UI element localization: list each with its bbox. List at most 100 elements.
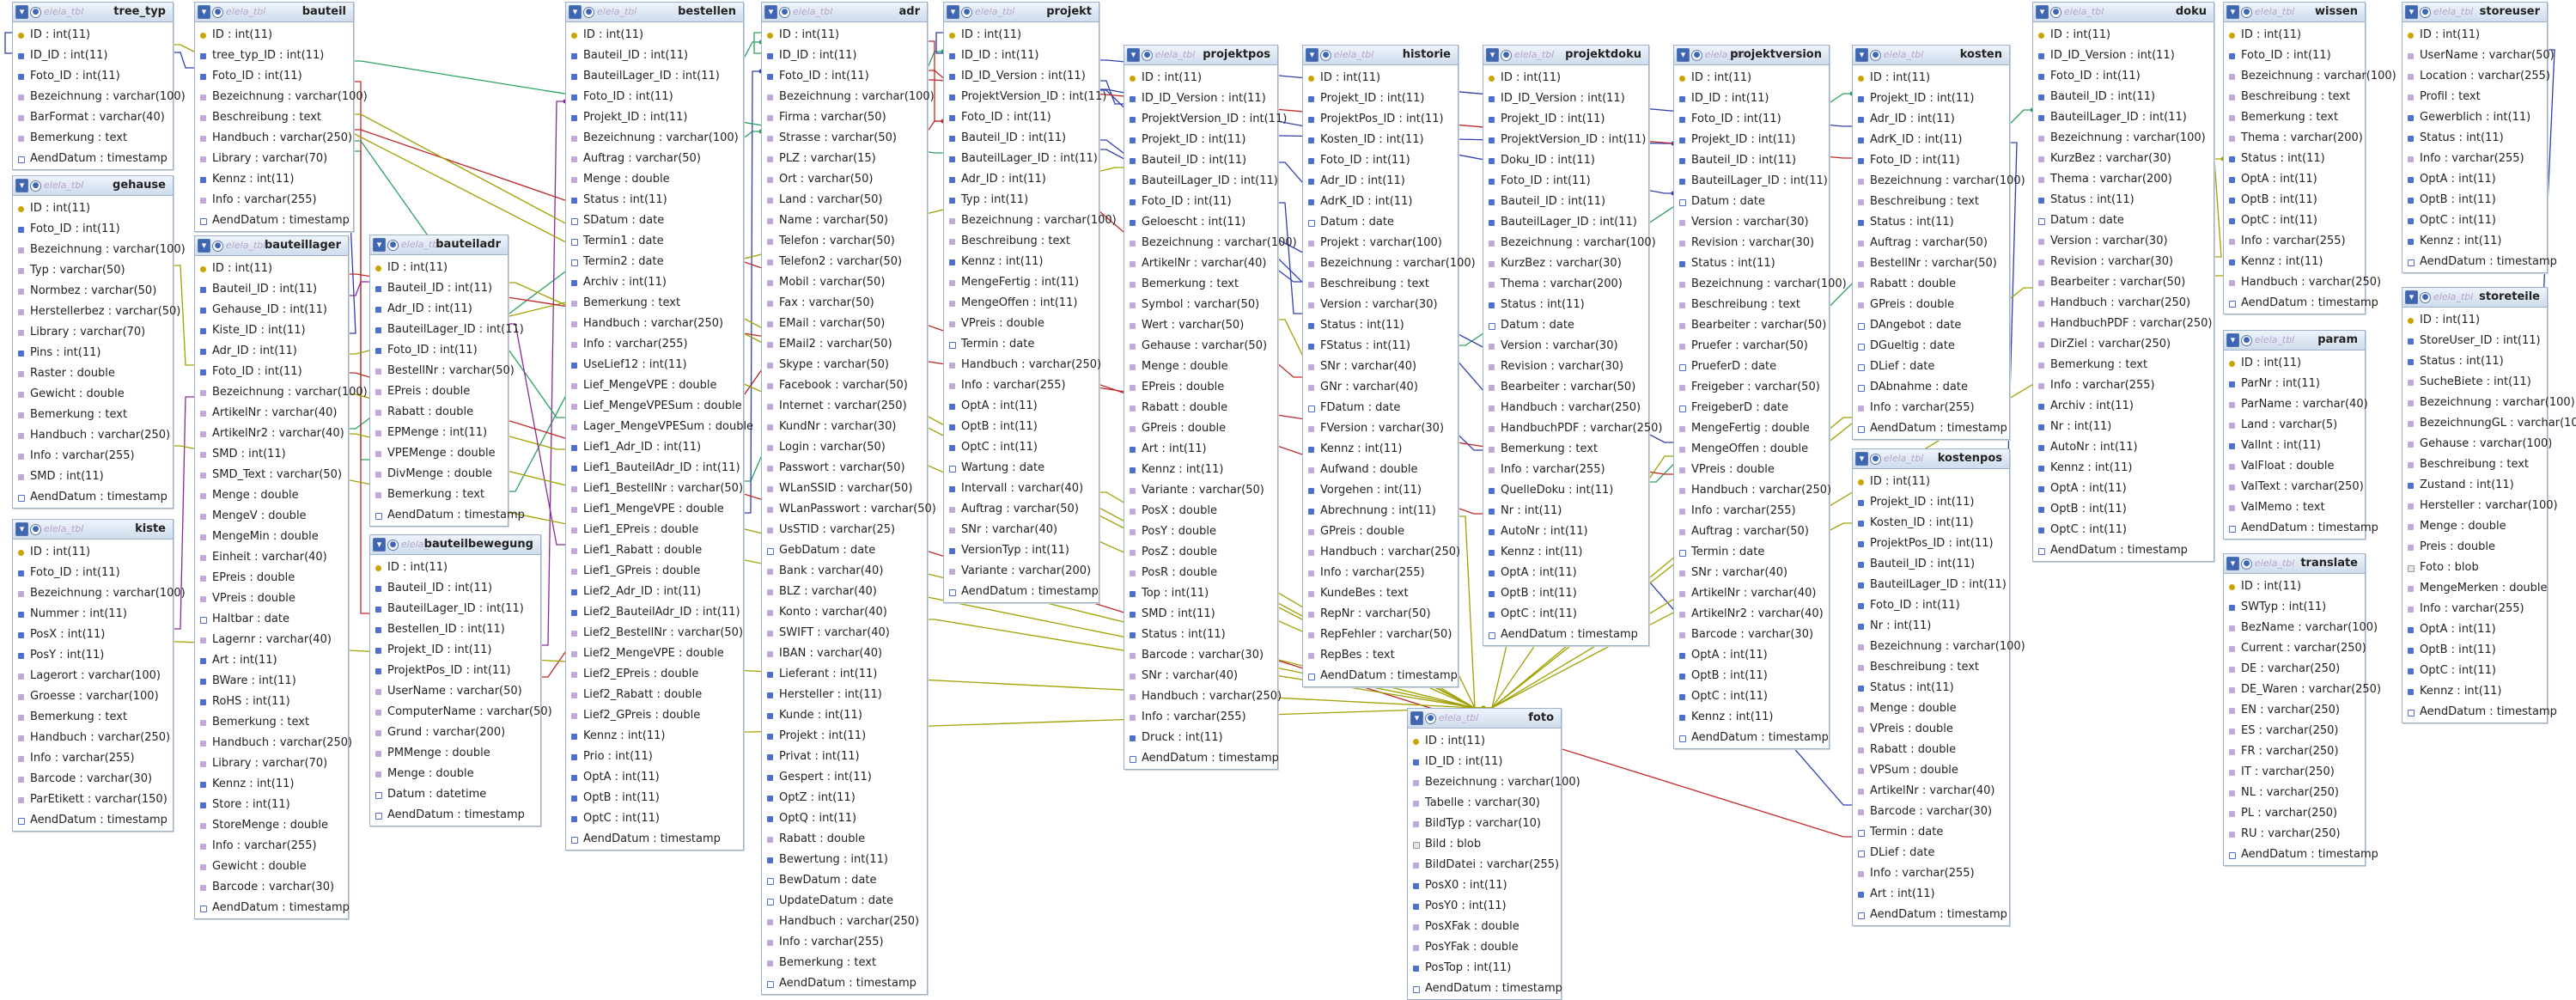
field-row[interactable]: Zustand : int(11) [2402, 475, 2547, 496]
field-row[interactable]: Foto_ID : int(11) [944, 107, 1099, 128]
field-row[interactable]: Lief1_MengeVPE : double [566, 499, 743, 520]
field-row[interactable]: Vorgehen : int(11) [1303, 480, 1458, 501]
field-row[interactable]: Revision : varchar(30) [2033, 252, 2214, 272]
field-row[interactable]: UserName : varchar(50) [2402, 46, 2555, 66]
field-row[interactable]: Bemerkung : text [370, 485, 508, 505]
field-row[interactable]: OptB : int(11) [2033, 499, 2214, 520]
options-icon[interactable]: ● [2241, 335, 2252, 346]
field-row[interactable]: ID : int(11) [1483, 68, 1648, 88]
field-row[interactable]: OptB : int(11) [566, 788, 743, 808]
field-row[interactable]: OptA : int(11) [2224, 169, 2365, 190]
field-row[interactable]: Beschreibung : text [1853, 657, 2009, 678]
field-row[interactable]: Lief1_BestellNr : varchar(50) [566, 479, 743, 499]
field-row[interactable]: Info : varchar(255) [762, 932, 927, 953]
field-row[interactable]: Bemerkung : text [2033, 355, 2214, 375]
field-row[interactable]: Doku_ID : int(11) [1483, 150, 1648, 171]
field-row[interactable]: ID_ID_Version : int(11) [2033, 46, 2214, 66]
field-row[interactable]: ID : int(11) [762, 25, 927, 46]
field-row[interactable]: Library : varchar(70) [195, 149, 353, 169]
field-row[interactable]: Info : varchar(255) [2033, 375, 2214, 396]
field-row[interactable]: Foto_ID : int(11) [13, 219, 173, 240]
options-icon[interactable]: ● [2420, 7, 2431, 18]
field-row[interactable]: Status : int(11) [1124, 625, 1277, 645]
field-row[interactable]: Menge : double [370, 764, 540, 784]
field-row[interactable]: Wartung : date [944, 458, 1099, 479]
field-row[interactable]: Profil : text [2402, 87, 2547, 107]
field-row[interactable]: Beschreibung : text [195, 107, 353, 128]
field-row[interactable]: GPreis : double [1124, 418, 1277, 439]
field-row[interactable]: Raster : double [13, 363, 173, 384]
field-row[interactable]: Datum : date [1674, 192, 1829, 212]
field-row[interactable]: RepBes : text [1303, 645, 1458, 666]
field-row[interactable]: ComputerName : varchar(50) [370, 702, 552, 723]
field-row[interactable]: DirZiel : varchar(250) [2033, 334, 2214, 355]
field-row[interactable]: Auftrag : varchar(50) [1853, 233, 2009, 253]
field-row[interactable]: ValText : varchar(250) [2224, 477, 2365, 497]
field-row[interactable]: PMMenge : double [370, 743, 540, 764]
field-row[interactable]: Bemerkung : text [566, 293, 743, 314]
field-row[interactable]: Foto_ID : int(11) [1853, 150, 2009, 171]
field-row[interactable]: Status : int(11) [1853, 212, 2009, 233]
collapse-icon[interactable]: ▾ [15, 179, 28, 192]
field-row[interactable]: Auftrag : varchar(50) [944, 499, 1099, 520]
field-row[interactable]: BildTyp : varchar(10) [1408, 814, 1561, 834]
field-row[interactable]: PosZ : double [1124, 542, 1277, 563]
field-row[interactable]: Auftrag : varchar(50) [1674, 521, 1829, 542]
field-row[interactable]: Intervall : varchar(40) [944, 479, 1099, 499]
field-row[interactable]: Druck : int(11) [1124, 728, 1277, 748]
field-row[interactable]: Wert : varchar(50) [1124, 315, 1277, 336]
field-row[interactable]: KurzBez : varchar(30) [1483, 253, 1648, 274]
collapse-icon[interactable]: ▾ [2226, 557, 2239, 570]
field-row[interactable]: OptA : int(11) [2402, 169, 2547, 190]
options-icon[interactable]: ● [1870, 454, 1881, 465]
field-row[interactable]: Barcode : varchar(30) [1853, 802, 2009, 822]
field-row[interactable]: Normbez : varchar(50) [13, 281, 173, 302]
field-row[interactable]: Bezeichnung : varchar(100) [1124, 233, 1297, 253]
field-row[interactable]: VPSum : double [1853, 760, 2009, 781]
field-row[interactable]: Handbuch : varchar(250) [2224, 272, 2381, 293]
field-row[interactable]: ID : int(11) [13, 25, 173, 46]
field-row[interactable]: Kennz : int(11) [944, 252, 1099, 272]
field-row[interactable]: Gespert : int(11) [762, 767, 927, 788]
field-row[interactable]: Projekt_ID : int(11) [370, 640, 540, 661]
field-row[interactable]: Bezeichnung : varchar(100) [2224, 66, 2396, 87]
field-row[interactable]: Handbuch : varchar(250) [195, 128, 353, 149]
field-row[interactable]: AendDatum : timestamp [13, 810, 173, 831]
collapse-icon[interactable]: ▾ [947, 5, 959, 19]
field-row[interactable]: Handbuch : varchar(250) [1674, 480, 1831, 501]
field-row[interactable]: Kennz : int(11) [566, 726, 743, 747]
field-row[interactable]: Bestellen_ID : int(11) [370, 619, 540, 640]
field-row[interactable]: ID : int(11) [2402, 25, 2547, 46]
field-row[interactable]: ID : int(11) [195, 25, 353, 46]
field-row[interactable]: UsSTID : varchar(25) [762, 520, 927, 540]
field-row[interactable]: Bearbeiter : varchar(50) [1483, 377, 1648, 398]
field-row[interactable]: Projekt : varchar(100) [1303, 233, 1458, 253]
field-row[interactable]: ID_ID : int(11) [1674, 88, 1829, 109]
field-row[interactable]: OptB : int(11) [1483, 583, 1648, 604]
field-row[interactable]: DGueltig : date [1853, 336, 2009, 357]
field-row[interactable]: Archiv : int(11) [2033, 396, 2214, 417]
field-row[interactable]: RoHS : int(11) [195, 692, 348, 712]
field-row[interactable]: Bauteil_ID : int(11) [370, 578, 540, 599]
field-row[interactable]: AendDatum : timestamp [1303, 666, 1458, 686]
field-row[interactable]: Termin1 : date [566, 231, 743, 252]
field-row[interactable]: Menge : double [1853, 698, 2009, 719]
field-row[interactable]: Beschreibung : text [2402, 454, 2547, 475]
field-row[interactable]: ValInt : int(11) [2224, 436, 2365, 456]
field-row[interactable]: MengeOffen : int(11) [944, 293, 1099, 314]
field-row[interactable]: ID : int(11) [566, 25, 743, 46]
field-row[interactable]: EMail2 : varchar(50) [762, 334, 927, 355]
field-row[interactable]: VPreis : double [1674, 460, 1829, 480]
